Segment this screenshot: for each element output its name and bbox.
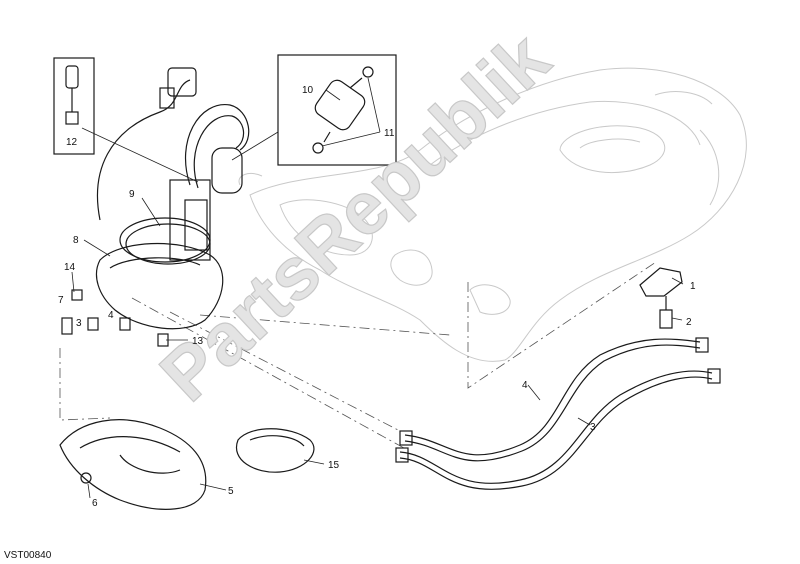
clamp-bracket xyxy=(639,267,683,329)
callouts: 1 2 3 3 4 4 5 6 7 8 9 10 11 12 13 14 15 xyxy=(58,85,696,509)
callout-11: 11 xyxy=(384,128,395,139)
callout-9: 9 xyxy=(129,189,135,200)
callout-1: 1 xyxy=(690,281,696,292)
callout-5: 5 xyxy=(228,486,234,497)
callout-6: 6 xyxy=(92,498,98,509)
callout-7: 7 xyxy=(58,295,64,306)
callout-2: 2 xyxy=(686,317,692,328)
callout-8: 8 xyxy=(73,235,79,246)
callout-4-left: 4 xyxy=(108,310,114,321)
leader-lines xyxy=(71,77,684,499)
callout-3-left: 3 xyxy=(76,318,82,329)
reference-code: VST00840 xyxy=(4,550,52,561)
assembly-lines xyxy=(59,261,657,449)
lower-cover xyxy=(59,419,207,510)
filter-inset xyxy=(277,54,397,166)
callout-13: 13 xyxy=(192,336,204,347)
fuel-tank-outline xyxy=(238,67,747,362)
small-hardware xyxy=(61,289,169,484)
callout-15: 15 xyxy=(328,460,340,471)
fuel-lines xyxy=(395,337,721,490)
callout-3: 3 xyxy=(590,422,596,433)
callout-12: 12 xyxy=(66,137,78,148)
callout-14: 14 xyxy=(64,262,76,273)
gasket xyxy=(235,428,315,473)
fuel-pump-assembly xyxy=(95,67,250,330)
callout-10: 10 xyxy=(302,85,314,96)
connector-inset xyxy=(53,57,95,155)
callout-4: 4 xyxy=(522,380,528,391)
